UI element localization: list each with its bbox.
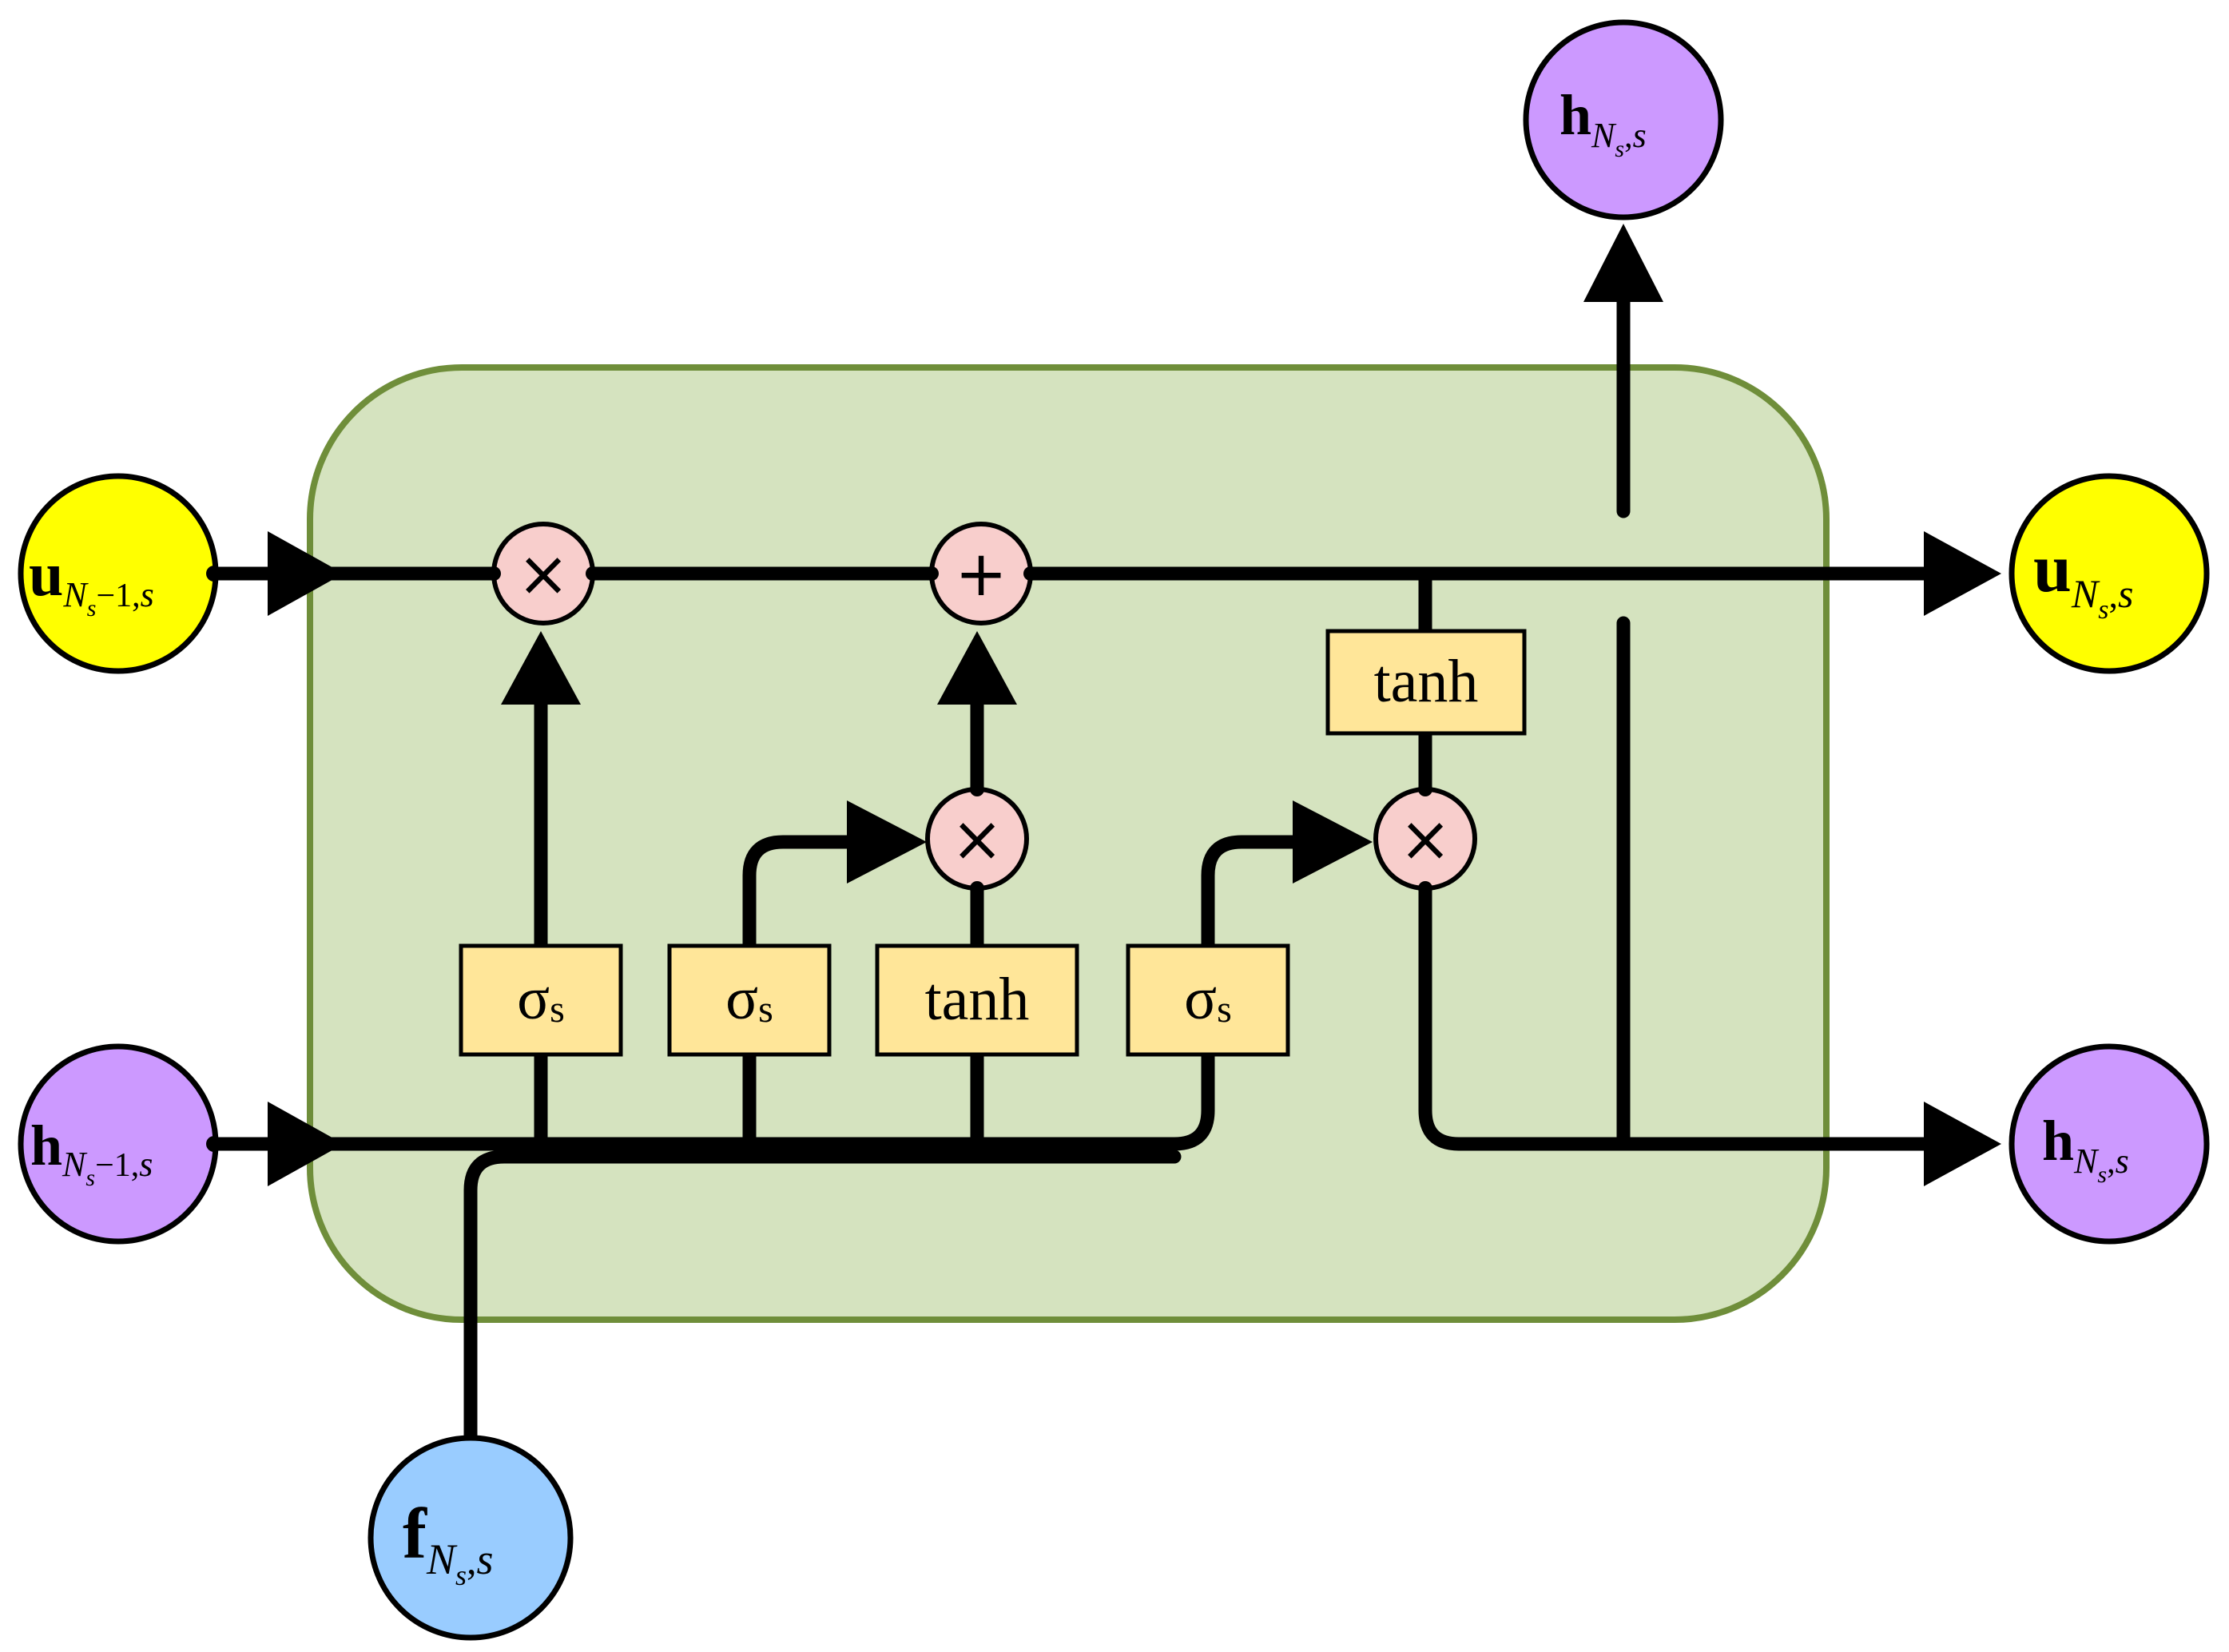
node-subscript-n: N	[426, 1535, 458, 1583]
svg-text:hNs−1,s: hNs−1,s	[30, 1114, 153, 1191]
node-subscript-rest: ,	[1624, 118, 1633, 155]
sigma-subscript: s	[1217, 988, 1232, 1031]
svg-text:uNs,s: uNs,s	[2033, 530, 2133, 625]
h-input-node: hNs−1,s	[18, 1043, 222, 1245]
arrow-add	[937, 631, 1017, 705]
arrow-output-mult	[1293, 800, 1373, 884]
node-subscript-rest: −1,	[95, 1147, 139, 1184]
u-output-node: uNs,s	[2008, 473, 2210, 674]
node-subscript-n: N	[2073, 1142, 2100, 1181]
node-subscript-rest: ,	[2107, 1144, 2116, 1181]
tanh-label: tanh	[1374, 648, 1479, 715]
output-mult-to-hidden	[1418, 880, 1949, 1151]
svg-text:σs: σs	[1184, 965, 1232, 1032]
node-subscript-rest: ,	[2108, 574, 2118, 615]
forget-multiply-op: ×	[487, 522, 600, 625]
node-subscript-n: N	[2071, 571, 2100, 616]
sigma-gate-forget: σs	[459, 943, 623, 1057]
sigma2-output	[742, 835, 870, 953]
output-multiply-op: ×	[1373, 782, 1477, 895]
arrow-forget	[501, 631, 581, 705]
node-subscript-end: s	[2118, 571, 2133, 616]
sigma-subscript: s	[758, 988, 773, 1031]
node-symbol: h	[1560, 83, 1591, 147]
node-subscript-n: N	[1591, 116, 1617, 155]
sigma-gate-output: σs	[1126, 943, 1290, 1057]
node-subscript-s: s	[455, 1559, 467, 1591]
sigma-gate-input: σs	[667, 943, 832, 1057]
u-input-node: uNs−1,s	[18, 473, 222, 674]
node-symbol: u	[29, 539, 63, 609]
node-subscript-s: s	[85, 1165, 95, 1191]
multiply-icon: ×	[517, 538, 569, 610]
node-subscript-rest: ,	[467, 1538, 477, 1583]
arrow-u-in	[268, 531, 344, 616]
svg-text:σs: σs	[725, 965, 773, 1032]
svg-text:σs: σs	[517, 965, 565, 1032]
arrow-h-top	[1583, 224, 1663, 302]
plus-icon: +	[955, 538, 1007, 610]
h-top-output-node: hNs,s	[1523, 19, 1724, 220]
multiply-icon: ×	[951, 804, 1003, 876]
node-subscript-n: N	[62, 575, 89, 614]
node-subscript-end: s	[139, 1145, 153, 1184]
node-subscript-end: s	[141, 575, 154, 614]
sigma-symbol: σ	[1184, 965, 1217, 1032]
sigma-subscript: s	[550, 988, 565, 1031]
node-subscript-rest: −1,	[96, 578, 140, 614]
node-subscript-end: s	[477, 1535, 494, 1583]
arrow-h-out	[1924, 1102, 2001, 1186]
arrow-input-mult	[847, 800, 927, 884]
node-subscript-s: s	[87, 595, 97, 621]
add-op: +	[924, 522, 1038, 625]
hidden-to-sigma3	[1167, 1047, 1215, 1151]
multiply-icon: ×	[1399, 804, 1451, 876]
tanh-label: tanh	[925, 966, 1030, 1033]
tanh-gate-cell: tanh	[1325, 629, 1527, 736]
input-multiply-op: ×	[925, 782, 1029, 895]
node-subscript-n: N	[62, 1145, 88, 1184]
svg-text:hNs,s: hNs,s	[2042, 1109, 2129, 1188]
node-symbol: h	[2042, 1109, 2074, 1173]
svg-text:hNs,s: hNs,s	[1560, 83, 1647, 162]
f-input-line	[463, 1150, 1182, 1445]
svg-text:fNs,s: fNs,s	[403, 1495, 494, 1591]
lstm-cell-body	[307, 364, 1830, 1323]
sigma3-output	[1201, 835, 1317, 953]
svg-text:uNs−1,s: uNs−1,s	[29, 539, 154, 621]
node-symbol: u	[2033, 530, 2072, 606]
f-input-node: fNs,s	[368, 1435, 574, 1641]
tanh-gate-candidate: tanh	[875, 943, 1079, 1057]
node-subscript-s: s	[2098, 595, 2108, 625]
arrow-h-in	[268, 1102, 344, 1186]
h-output-node: hNs,s	[2008, 1043, 2210, 1245]
node-symbol: f	[403, 1495, 427, 1574]
node-subscript-s: s	[1615, 136, 1624, 162]
arrow-u-out	[1924, 531, 2001, 616]
sigma-symbol: σ	[725, 965, 758, 1032]
sigma-symbol: σ	[517, 965, 550, 1032]
node-symbol: h	[30, 1114, 62, 1177]
node-subscript-s: s	[2097, 1162, 2107, 1188]
node-subscript-end: s	[1633, 116, 1647, 155]
node-subscript-end: s	[2116, 1142, 2129, 1181]
